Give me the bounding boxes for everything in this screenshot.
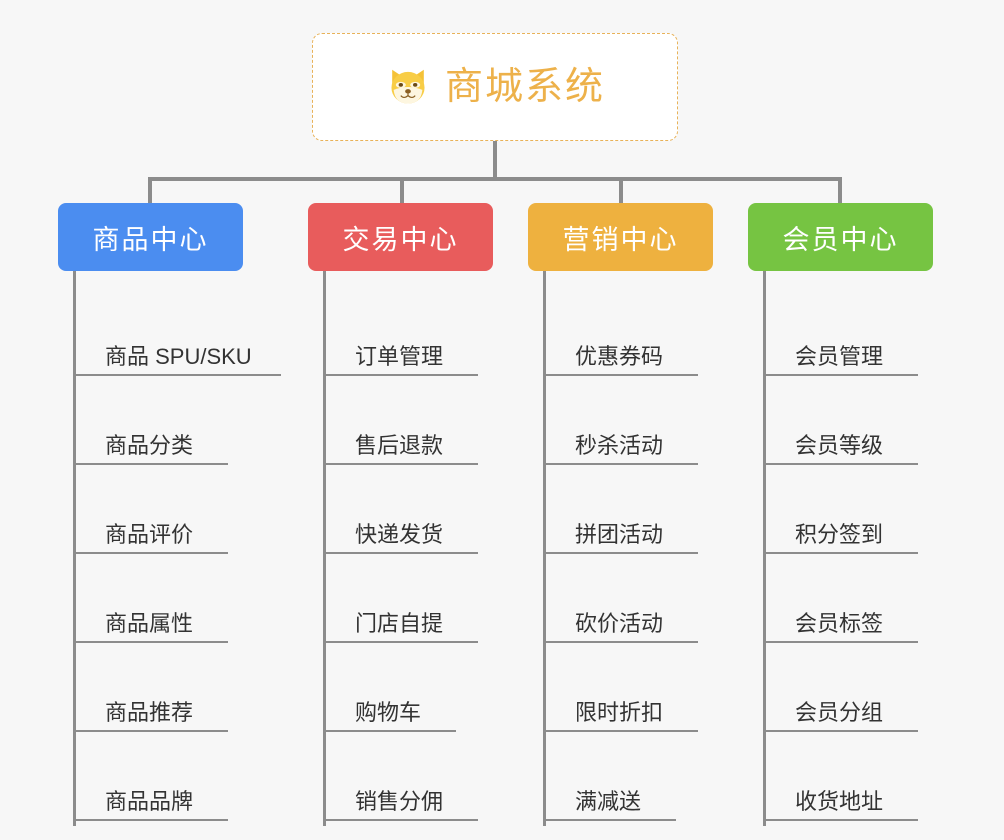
dog-face-icon [391,69,425,104]
leaf-label: 会员管理 [795,343,884,369]
leaf-item[interactable]: 订单管理 [323,287,478,376]
category-box-member[interactable]: 会员中心 [748,203,933,271]
leaf-item[interactable]: 限时折扣 [543,643,698,732]
leaf-item[interactable]: 会员管理 [763,287,918,376]
leaf-label: 收货地址 [795,788,884,814]
leaf-label: 砍价活动 [575,610,664,636]
leaf-label: 商品推荐 [105,699,194,725]
leaf-label: 门店自提 [355,610,444,636]
leaf-item[interactable]: 购物车 [323,643,456,732]
connector-drop-3 [619,177,623,205]
root-title: 商城系统 [444,66,605,108]
leaf-item[interactable]: 门店自提 [323,554,478,643]
category-label: 会员中心 [782,224,899,255]
leaf-item[interactable]: 商品 SPU/SKU [73,287,281,376]
leaf-item[interactable]: 会员分组 [763,643,918,732]
leaf-label: 快递发货 [355,521,444,547]
leaf-item[interactable]: 拼团活动 [543,465,698,554]
leaf-label: 订单管理 [355,343,444,369]
leaf-list-marketing: 优惠券码 秒杀活动 拼团活动 砍价活动 限时折扣 满减送 [528,271,748,826]
leaf-spine [323,271,326,826]
leaf-label: 商品分类 [105,432,194,458]
category-box-trade[interactable]: 交易中心 [308,203,493,271]
leaf-item[interactable]: 会员标签 [763,554,918,643]
leaf-label: 商品属性 [105,610,194,636]
leaf-spine [763,271,766,826]
connector-root-stub [493,141,497,179]
leaf-item[interactable]: 优惠券码 [543,287,698,376]
leaf-label: 满减送 [575,788,642,814]
leaf-label: 售后退款 [355,432,444,458]
leaf-item[interactable]: 商品推荐 [73,643,228,732]
leaf-list-member: 会员管理 会员等级 积分签到 会员标签 会员分组 收货地址 [748,271,968,826]
category-label: 商品中心 [92,224,209,255]
leaf-item[interactable]: 商品品牌 [73,732,228,821]
leaf-item[interactable]: 售后退款 [323,376,478,465]
leaf-label: 会员标签 [795,610,884,636]
leaf-label: 销售分佣 [355,788,444,814]
category-column-product: 商品中心 商品 SPU/SKU 商品分类 商品评价 商品属性 商品推荐 商品品牌 [58,203,281,826]
leaf-item[interactable]: 砍价活动 [543,554,698,643]
leaf-label: 商品 SPU/SKU [105,343,252,369]
category-label: 交易中心 [342,224,459,255]
leaf-item[interactable]: 商品属性 [73,554,228,643]
category-box-product[interactable]: 商品中心 [58,203,243,271]
leaf-list-product: 商品 SPU/SKU 商品分类 商品评价 商品属性 商品推荐 商品品牌 [58,271,281,826]
category-column-trade: 交易中心 订单管理 售后退款 快递发货 门店自提 购物车 销售分佣 [308,203,528,826]
leaf-item[interactable]: 秒杀活动 [543,376,698,465]
leaf-item[interactable]: 商品分类 [73,376,228,465]
category-column-marketing: 营销中心 优惠券码 秒杀活动 拼团活动 砍价活动 限时折扣 满减送 [528,203,748,826]
leaf-item[interactable]: 销售分佣 [323,732,478,821]
leaf-item[interactable]: 收货地址 [763,732,918,821]
leaf-label: 优惠券码 [575,343,664,369]
leaf-label: 积分签到 [795,521,884,547]
leaf-spine [73,271,76,826]
connector-bus [150,177,840,181]
leaf-item[interactable]: 快递发货 [323,465,478,554]
leaf-item[interactable]: 商品评价 [73,465,228,554]
leaf-label: 秒杀活动 [575,432,664,458]
leaf-item[interactable]: 会员等级 [763,376,918,465]
leaf-label: 购物车 [355,699,422,725]
leaf-list-trade: 订单管理 售后退款 快递发货 门店自提 购物车 销售分佣 [308,271,528,826]
leaf-spine [543,271,546,826]
root-node[interactable]: 商城系统 [312,33,678,141]
category-column-member: 会员中心 会员管理 会员等级 积分签到 会员标签 会员分组 收货地址 [748,203,968,826]
leaf-label: 商品评价 [105,521,194,547]
connector-drop-2 [400,177,404,205]
connector-drop-1 [148,177,152,205]
category-label: 营销中心 [562,224,679,255]
leaf-label: 会员等级 [795,432,884,458]
leaf-label: 会员分组 [795,699,884,725]
category-box-marketing[interactable]: 营销中心 [528,203,713,271]
leaf-label: 商品品牌 [105,788,194,814]
leaf-item[interactable]: 积分签到 [763,465,918,554]
connector-drop-4 [838,177,842,205]
leaf-item[interactable]: 满减送 [543,732,676,821]
leaf-label: 限时折扣 [575,699,664,725]
leaf-label: 拼团活动 [575,521,664,547]
